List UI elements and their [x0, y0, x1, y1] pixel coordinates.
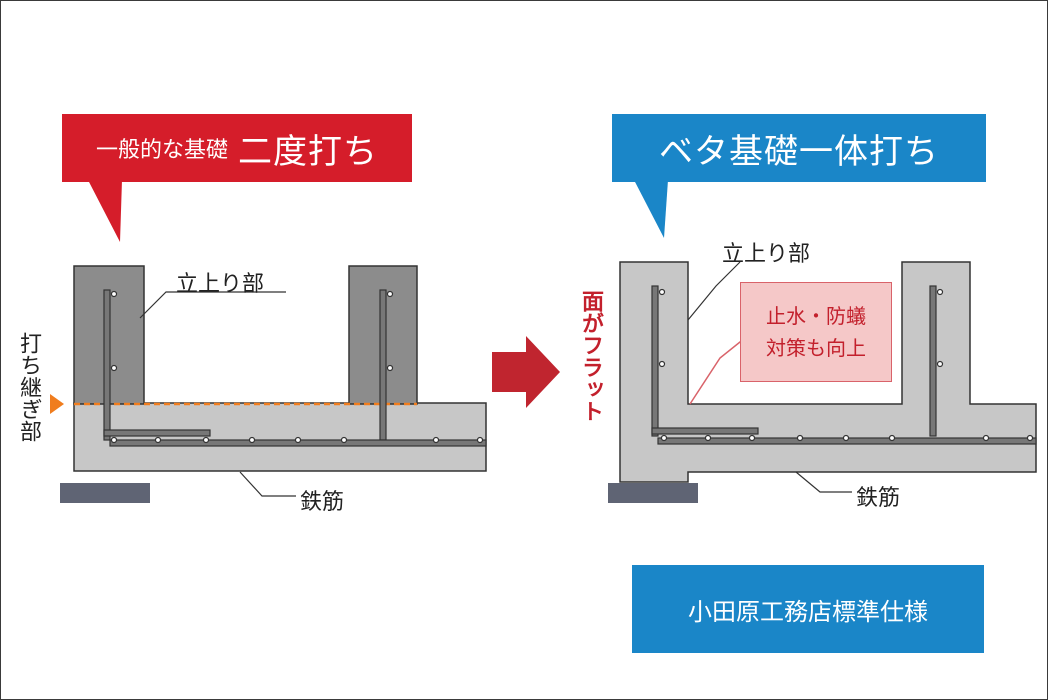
- left-tetsukin-label: 鉄筋: [300, 490, 345, 515]
- spec-badge: 小田原工務店標準仕様: [632, 565, 984, 653]
- flat-label: 面がフラット: [578, 290, 603, 422]
- left-title-small: 一般的な基礎: [95, 138, 228, 163]
- left-foundation: [50, 265, 487, 503]
- left-footing: [60, 483, 150, 503]
- left-title-badge: 一般的な基礎 二度打ち: [62, 114, 412, 182]
- uchitsugi-label: 打ち継ぎ部: [16, 332, 41, 442]
- right-tachiagari-label: 立上り部: [722, 242, 811, 267]
- right-title-badge: ベタ基礎一体打ち: [612, 114, 986, 182]
- right-rebar-dots: [658, 288, 1034, 442]
- note-line-1: 止水・防蟻: [766, 304, 866, 328]
- right-foundation: [608, 261, 1037, 503]
- left-rebar-dots: [110, 290, 484, 444]
- right-footing: [608, 483, 698, 503]
- note-callout: 止水・防蟻 対策も向上: [740, 282, 892, 382]
- transition-arrow: [492, 336, 560, 408]
- left-slab: [73, 402, 487, 472]
- right-tachiagari-leader: [687, 261, 741, 321]
- right-tetsukin-label: 鉄筋: [856, 486, 901, 511]
- left-tetsukin-leader: [239, 471, 296, 497]
- note-line-2: 対策も向上: [766, 336, 866, 360]
- joint-arrow: [50, 394, 64, 414]
- right-tetsukin-leader: [795, 471, 852, 493]
- left-title-big: 二度打ち: [238, 131, 378, 172]
- red-bubble-tail: [88, 180, 122, 242]
- left-tachiagari-leader: [139, 291, 286, 319]
- left-tachiagari-label: 立上り部: [176, 272, 265, 297]
- blue-bubble-tail: [634, 180, 668, 238]
